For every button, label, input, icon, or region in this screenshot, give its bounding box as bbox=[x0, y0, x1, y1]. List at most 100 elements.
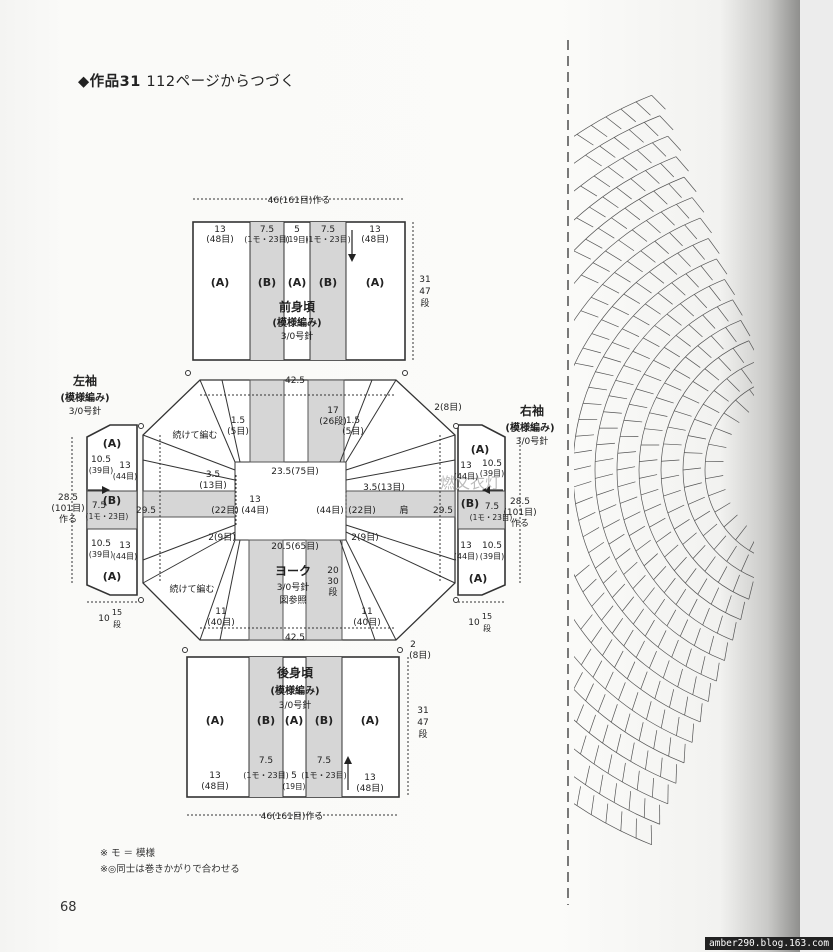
right-sleeve-cuff: 10 bbox=[468, 618, 480, 628]
left-sleeve-side: 13 bbox=[119, 461, 130, 471]
left-sleeve-a-top: (A) bbox=[103, 437, 122, 450]
front-col2-st: (1モ・23目) bbox=[244, 235, 290, 244]
chart-stitch bbox=[645, 750, 649, 770]
yoke-shoulder: 肩 bbox=[399, 504, 408, 516]
chart-stitch bbox=[656, 531, 672, 543]
back-col1-st: (48目) bbox=[201, 781, 228, 792]
chart-stitch bbox=[702, 314, 716, 329]
back-pattern: (模様編み) bbox=[270, 684, 319, 697]
back-section-a1: (A) bbox=[206, 714, 225, 727]
front-section-a1: (A) bbox=[211, 276, 230, 289]
chart-stitch bbox=[691, 723, 695, 743]
work-title: 作品31 bbox=[89, 74, 141, 90]
chart-stitch bbox=[599, 774, 604, 795]
left-sleeve-cuff-unit: 段 bbox=[113, 619, 121, 629]
chart-stitch bbox=[635, 388, 654, 395]
chart-stitch bbox=[732, 574, 740, 592]
chart-stitch bbox=[663, 443, 682, 446]
chart-stitch bbox=[674, 369, 691, 379]
chart-stitch bbox=[723, 412, 740, 423]
chart-stitch bbox=[629, 403, 648, 409]
chart-stitch bbox=[700, 265, 713, 281]
chart-stitch bbox=[749, 540, 754, 551]
front-panel bbox=[192, 198, 414, 361]
chart-stitch bbox=[588, 714, 596, 734]
chart-stitch bbox=[675, 588, 687, 605]
right-sleeve-v3: 10.5 bbox=[482, 541, 502, 551]
chart-stitch bbox=[660, 162, 675, 178]
chart-stitch bbox=[605, 116, 622, 130]
yoke-m17: 17 bbox=[327, 406, 338, 416]
chart-stitch bbox=[590, 795, 595, 815]
chart-stitch bbox=[574, 465, 592, 471]
crochet-chart bbox=[574, 94, 765, 846]
chart-stitch bbox=[685, 273, 699, 288]
chart-stitch bbox=[615, 379, 634, 386]
front-section-b2: (B) bbox=[319, 276, 337, 289]
back-panel bbox=[186, 656, 409, 816]
chart-stitch bbox=[588, 386, 607, 391]
yoke-rows-unit: 段 bbox=[328, 586, 337, 598]
left-sleeve-cuff: 10 bbox=[98, 614, 110, 624]
front-col1-width: 13 bbox=[214, 225, 225, 235]
chart-stitch bbox=[628, 129, 644, 143]
right-sleeve-side: 13 bbox=[460, 461, 471, 471]
right-sleeve-v1st: (39目) bbox=[480, 469, 504, 478]
chart-stitch bbox=[622, 762, 626, 783]
back-section-b2: (B) bbox=[315, 714, 333, 727]
chart-stitch bbox=[694, 419, 712, 426]
chart-stitch bbox=[694, 294, 708, 309]
chart-stitch bbox=[677, 252, 691, 267]
chart-stitch bbox=[688, 496, 705, 505]
chart-stitch bbox=[603, 356, 622, 363]
chart-stitch bbox=[611, 583, 626, 598]
chart-stitch bbox=[580, 185, 598, 197]
chart-stitch bbox=[631, 692, 639, 711]
left-sleeve-side-rows: (44目) bbox=[113, 472, 137, 481]
chart-stitch bbox=[679, 303, 695, 317]
chart-stitch bbox=[685, 568, 697, 584]
chart-stitch bbox=[616, 466, 636, 471]
yoke-m17rows: (26段) bbox=[319, 415, 346, 427]
chart-stitch bbox=[675, 335, 691, 347]
chart-stitch bbox=[740, 320, 751, 337]
chart-stitch bbox=[656, 397, 674, 404]
chart-stitch bbox=[631, 229, 648, 242]
chart-stitch bbox=[623, 561, 638, 575]
chart-round bbox=[574, 238, 709, 702]
right-sleeve-pattern: (模様編み) bbox=[505, 421, 554, 434]
chart-stitch bbox=[646, 701, 652, 720]
chart-stitch bbox=[724, 642, 729, 661]
chart-stitch bbox=[653, 730, 658, 750]
chart-stitch bbox=[595, 458, 614, 462]
yoke-w295b: 29.5 bbox=[433, 506, 453, 516]
chart-stitch bbox=[716, 662, 720, 682]
chart-stitch bbox=[588, 541, 605, 554]
chart-stitch bbox=[595, 371, 614, 377]
chart-stitch bbox=[622, 328, 640, 338]
chart-round bbox=[574, 258, 717, 682]
chart-stitch bbox=[685, 648, 692, 667]
chart-stitch bbox=[669, 232, 683, 247]
chart-stitch bbox=[618, 682, 626, 701]
chart-stitch bbox=[636, 770, 640, 791]
chart-stitch bbox=[585, 154, 602, 167]
crochet-schematic: 46(161目)作る 13 (48目) 7.5 (1モ・23目) 5 (19目)… bbox=[51, 40, 765, 905]
chart-stitch bbox=[667, 426, 686, 431]
front-height-unit: 段 bbox=[420, 297, 429, 309]
chart-stitch bbox=[617, 451, 637, 454]
left-sleeve-v3st: (39目) bbox=[89, 550, 113, 559]
chart-stitch bbox=[638, 198, 654, 212]
diamond-bullet-icon: ◆ bbox=[78, 74, 90, 90]
chart-stitch bbox=[607, 166, 624, 179]
front-name: 前身頃 bbox=[279, 299, 316, 314]
right-sleeve-b: (B) bbox=[461, 497, 479, 510]
chart-stitch bbox=[667, 504, 685, 514]
chart-stitch bbox=[644, 428, 663, 431]
yoke-m11bst: (40目) bbox=[353, 617, 380, 628]
back-col4-st: (1モ・23目) bbox=[301, 771, 347, 780]
chart-stitch bbox=[757, 361, 765, 377]
chart-stitch bbox=[635, 640, 645, 658]
chart-stitch bbox=[605, 671, 614, 690]
chart-stitch bbox=[629, 525, 646, 537]
